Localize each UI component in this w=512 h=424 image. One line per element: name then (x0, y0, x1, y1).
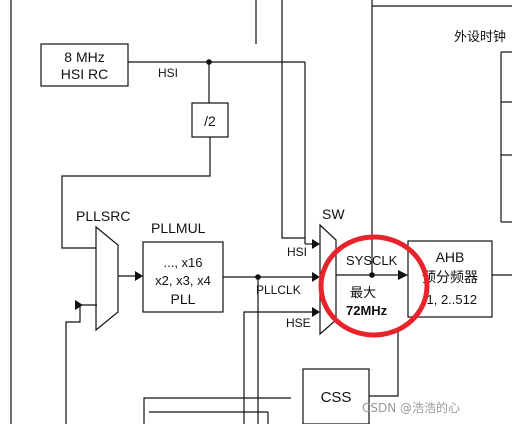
highlight-circle (318, 234, 430, 338)
ahb-prescaler-label: 预分频器 (422, 270, 478, 286)
sw-hse-label: HSE (286, 316, 311, 330)
hsi-sw-arrow (312, 239, 320, 249)
pllsrc-lower-input (65, 304, 97, 424)
pllmul-label: PLLMUL (151, 220, 206, 236)
pll-input-arrow (135, 271, 143, 281)
sw-pllclk-label: PLLCLK (256, 283, 301, 297)
div2-label: /2 (204, 113, 216, 129)
sw-hsi-label: HSI (287, 245, 307, 259)
peripheral-clock-label: 外设时钟 (454, 29, 506, 45)
sysclk-arrow (398, 270, 408, 280)
hsi-rc-label: HSI RC (61, 66, 108, 82)
hsi-rc-freq: 8 MHz (64, 49, 104, 65)
lower-block-outline (143, 397, 291, 424)
hse-bus-connector (281, 226, 305, 239)
sysclk-label: SYSCLK (346, 253, 398, 268)
pll-label: PLL (171, 291, 196, 307)
pllclk-arrow (312, 272, 320, 282)
hse-sw-arrow (312, 307, 320, 317)
ahb-label: AHB (436, 249, 465, 265)
css-block (302, 368, 370, 424)
hse-sw-input (243, 311, 313, 424)
div2-to-pllsrc-line (61, 137, 211, 249)
max-freq-label: 72MHz (346, 303, 388, 318)
hsi-signal-label: HSI (158, 66, 178, 80)
pllsrc-mux (95, 225, 119, 332)
csdn-watermark: CSDN @浩浩的心 (362, 400, 460, 415)
css-label: CSS (321, 389, 352, 406)
sysclk-junction (369, 272, 375, 278)
pllsrc-label: PLLSRC (76, 208, 130, 224)
pll-mul-high: ..., x16 (163, 255, 202, 270)
css-out-line (369, 330, 399, 397)
max-label: 最大 (350, 286, 376, 301)
sw-label: SW (322, 206, 345, 222)
pll-block (142, 241, 224, 313)
ahb-divider-range: /1, 2..512 (423, 292, 477, 307)
hsi-rc-block (40, 43, 129, 87)
pll-mul-low: x2, x3, x4 (155, 273, 211, 288)
pllsrc-lower-arrow (75, 300, 83, 310)
